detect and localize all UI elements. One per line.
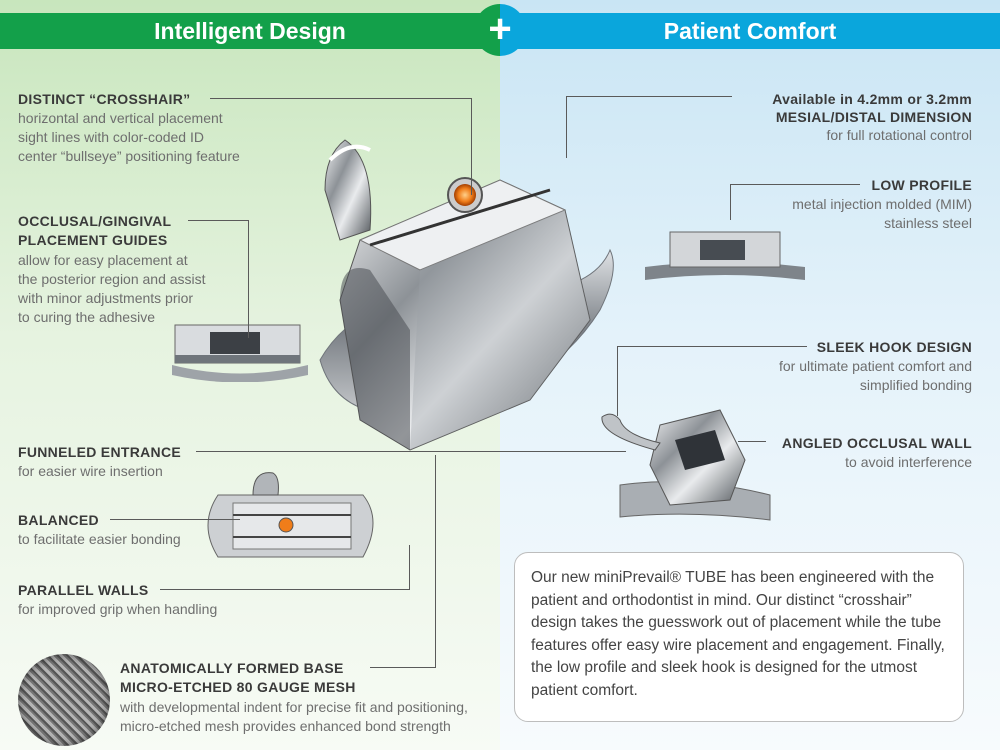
patient-comfort-header: Patient Comfort <box>500 13 1000 49</box>
leader-line-angled-wall <box>738 441 766 442</box>
crosshair-title: DISTINCT “CROSSHAIR” <box>18 91 191 107</box>
leader-line-low-profile-v <box>730 184 731 220</box>
low-profile-title: LOW PROFILE <box>871 177 972 193</box>
leader-line-base <box>370 667 436 668</box>
leader-line-parallel <box>160 589 410 590</box>
sleek-hook-desc-2: simplified bonding <box>859 377 972 393</box>
guides-desc-2: the posterior region and assist <box>18 271 206 287</box>
balanced-desc: to facilitate easier bonding <box>18 531 181 547</box>
leader-line-base-v <box>435 455 436 668</box>
leader-line-balanced <box>110 519 240 520</box>
leader-line-sleek-hook <box>617 346 807 347</box>
dimension-title-1: Available in 4.2mm or 3.2mm <box>772 91 972 107</box>
guides-desc-4: to curing the adhesive <box>18 309 155 325</box>
low-profile-view <box>645 231 805 280</box>
leader-line-parallel-v <box>409 545 410 590</box>
low-profile-desc-1: metal injection molded (MIM) <box>792 196 972 212</box>
funneled-title: FUNNELED ENTRANCE <box>18 444 181 460</box>
crosshair-desc-1: horizontal and vertical placement <box>18 110 223 126</box>
bracket-main-image <box>319 139 614 451</box>
sleek-hook-desc-1: for ultimate patient comfort and <box>779 358 972 374</box>
plus-icon: + <box>474 4 526 56</box>
guides-desc-3: with minor adjustments prior <box>18 290 194 306</box>
angled-wall-desc: to avoid interference <box>845 454 972 470</box>
dimension-desc: for full rotational control <box>826 127 972 143</box>
crosshair-desc-3: center “bullseye” positioning feature <box>18 148 240 164</box>
sleek-hook-view <box>601 409 771 521</box>
leader-line-sleek-hook-v <box>617 346 618 416</box>
balanced-top-view <box>207 472 374 558</box>
leader-line-dimension-v <box>566 96 567 158</box>
sleek-hook-title: SLEEK HOOK DESIGN <box>816 339 972 355</box>
low-profile-desc-2: stainless steel <box>884 215 972 231</box>
leader-line-guides-v <box>248 220 249 338</box>
leader-line-funneled <box>196 451 626 452</box>
funneled-desc: for easier wire insertion <box>18 463 163 479</box>
guides-title-1: OCCLUSAL/GINGIVAL <box>18 213 172 229</box>
base-title-1: ANATOMICALLY FORMED BASE <box>120 660 344 676</box>
base-desc-1: with developmental indent for precise fi… <box>120 699 468 715</box>
parallel-title: PARALLEL WALLS <box>18 582 149 598</box>
crosshair-desc-2: sight lines with color-coded ID <box>18 129 204 145</box>
leader-line-crosshair-v <box>471 98 472 195</box>
angled-wall-title: ANGLED OCCLUSAL WALL <box>781 435 972 451</box>
mesh-closeup <box>18 654 110 746</box>
base-title-2: MICRO-ETCHED 80 GAUGE MESH <box>120 679 356 695</box>
base-desc-2: micro-etched mesh provides enhanced bond… <box>120 718 451 734</box>
info-box: Our new miniPrevail® TUBE has been engin… <box>514 552 964 722</box>
occlusal-guide-view <box>172 324 308 382</box>
balanced-title: BALANCED <box>18 512 99 528</box>
leader-line-low-profile <box>730 184 860 185</box>
leader-line-crosshair <box>210 98 472 99</box>
leader-line-dimension <box>566 96 732 97</box>
leader-line-guides <box>188 220 248 221</box>
dimension-title-2: MESIAL/DISTAL DIMENSION <box>775 109 972 125</box>
intelligent-design-header: Intelligent Design <box>0 13 500 49</box>
parallel-desc: for improved grip when handling <box>18 601 218 617</box>
guides-title-2: PLACEMENT GUIDES <box>18 232 168 248</box>
guides-desc-1: allow for easy placement at <box>18 252 188 268</box>
